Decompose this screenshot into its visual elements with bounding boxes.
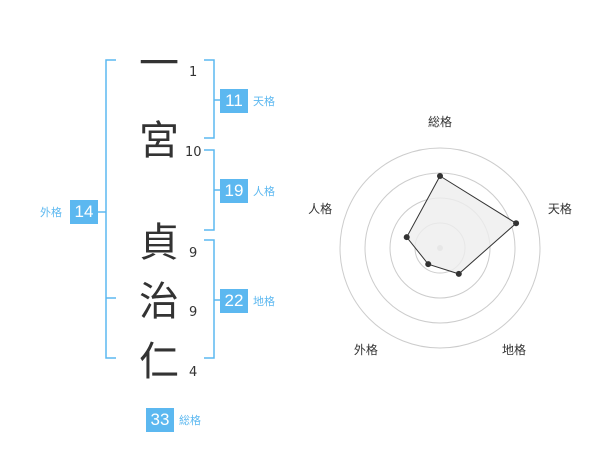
radar-axis-label-4: 外格 (354, 342, 378, 357)
tenkaku-label: 天格 (253, 95, 275, 108)
soukaku-badge: 33 (146, 408, 174, 432)
name-char-3: 貞 (139, 220, 179, 266)
stroke-count-4: 9 (189, 305, 198, 320)
radar-axis-label-2: 天格 (548, 201, 572, 216)
radar-axis-label-3: 地格 (502, 342, 526, 357)
chikaku-bracket (204, 239, 215, 359)
gaikaku-badge: 14 (70, 200, 98, 224)
chikaku-label: 地格 (253, 295, 275, 308)
stroke-count-5: 4 (189, 365, 198, 380)
tenkaku-badge: 11 (220, 89, 248, 113)
name-char-2: 宮 (139, 118, 179, 164)
radar-point-4 (425, 261, 432, 268)
name-char-5: 仁 (139, 339, 179, 385)
radar-point-1 (437, 173, 443, 179)
name-char-4: 治 (139, 279, 179, 325)
name-char-1: 一 (139, 41, 179, 87)
jinkaku-badge: 19 (220, 179, 248, 203)
stroke-count-2: 10 (185, 145, 202, 160)
radar-point-2 (513, 220, 520, 227)
gaikaku-bracket (105, 59, 116, 359)
chikaku-badge: 22 (220, 289, 248, 313)
radar-axis-label-1: 総格 (428, 114, 452, 129)
radar-point-3 (455, 270, 462, 277)
tenkaku-bracket (204, 59, 215, 139)
radar-polygon (406, 175, 517, 275)
jinkaku-label: 人格 (253, 185, 275, 198)
radar-axis-label-5: 人格 (308, 201, 332, 216)
gaikaku-label: 外格 (40, 206, 62, 219)
soukaku-label: 総格 (179, 414, 201, 427)
stroke-count-1: 1 (189, 65, 198, 80)
radar-point-5 (403, 234, 410, 241)
radar-ring-4 (339, 147, 541, 349)
stroke-count-3: 9 (189, 246, 198, 261)
